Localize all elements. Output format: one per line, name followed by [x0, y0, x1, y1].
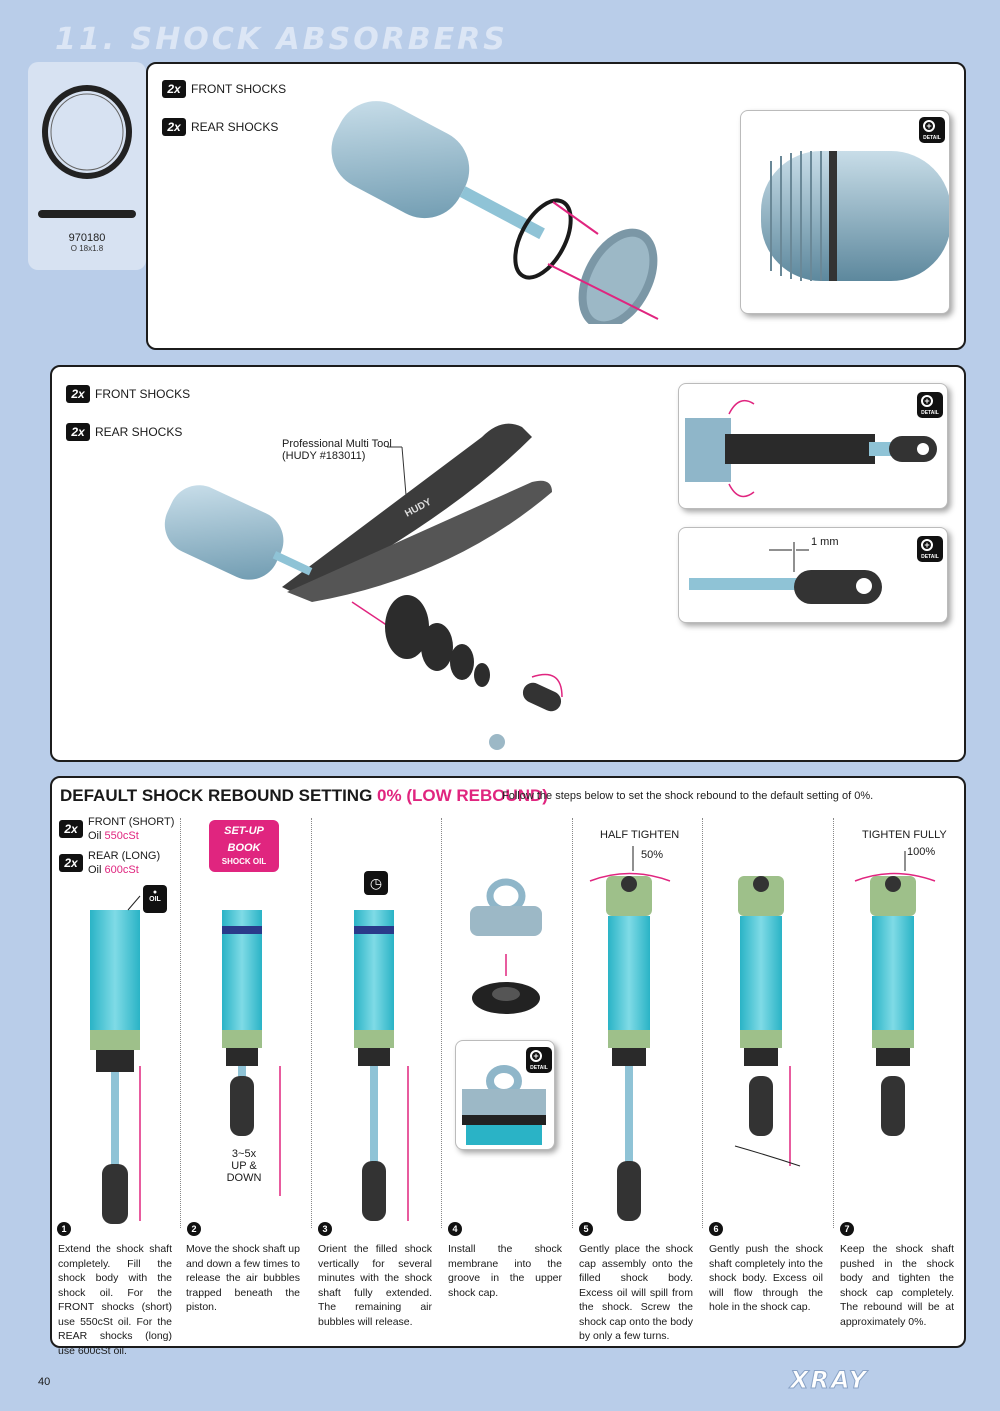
oil-bottle-icon: ● OIL [143, 885, 167, 913]
detail-icon: + DETAIL [526, 1047, 552, 1073]
part-box: 970180 O 18x1.8 [28, 62, 146, 270]
detail-box-dimension: 1 mm + DETAIL [678, 527, 948, 623]
qty-rear-long: 2x REAR (LONG) Oil 600cSt [59, 849, 160, 877]
timer-icon: ◷ [364, 871, 388, 895]
detail-box-boot: + DETAIL [678, 383, 948, 509]
section-heading: DEFAULT SHOCK REBOUND SETTING 0% (LOW RE… [60, 786, 548, 805]
qty-label: REAR SHOCKS [191, 120, 279, 134]
tighten-fully-percent: 100% [907, 846, 936, 858]
detail-box-membrane: + DETAIL [455, 1040, 555, 1150]
step-text: Gently push the shock shaft completely i… [709, 1243, 823, 1313]
o-ring-illustration [38, 85, 136, 218]
multitool-illustration: HUDY [164, 423, 563, 750]
shock-oring-illustration [331, 101, 659, 324]
qty-badge: 2x [66, 423, 90, 441]
column-divider [311, 818, 312, 1228]
step-panel-boot: 2x FRONT SHOCKS 2x REAR SHOCKS Professio… [50, 365, 966, 762]
half-tighten-percent: 50% [641, 849, 664, 861]
detail-icon: + DETAIL [917, 392, 943, 418]
part-number: 970180 [68, 232, 106, 244]
qty-label: FRONT SHOCKS [191, 82, 287, 96]
column-divider [180, 818, 181, 1228]
step-number: 1 [57, 1222, 71, 1236]
page-number: 40 [38, 1376, 51, 1388]
column-divider [572, 818, 573, 1228]
qty-rear-shocks: 2x REAR SHOCKS [162, 118, 278, 136]
setup-book-badge: SET-UP BOOK SHOCK OIL [209, 820, 279, 872]
step-number: 4 [448, 1222, 462, 1236]
qty-front-shocks: 2x FRONT SHOCKS [66, 385, 190, 403]
tighten-fully-label: TIGHTEN FULLY [862, 829, 947, 841]
part-description: O 18x1.8 [70, 244, 104, 253]
page-title: 11. SHOCK ABSORBERS [55, 22, 508, 57]
step-text: Keep the shock shaft pushed in the shock… [840, 1243, 954, 1328]
step-number: 6 [709, 1222, 723, 1236]
half-tighten-label: HALF TIGHTEN [600, 829, 680, 841]
qty-label: FRONT SHOCKS [95, 387, 191, 401]
oring-detail-illustration [761, 151, 951, 281]
step-number: 7 [840, 1222, 854, 1236]
qty-badge: 2x [162, 118, 186, 136]
qty-badge: 2x [66, 385, 90, 403]
step-text: Move the shock shaft up and down a few t… [186, 1243, 300, 1313]
qty-badge: 2x [162, 80, 186, 98]
step-text: Install the shock membrane into the groo… [448, 1243, 562, 1299]
qty-label: REAR SHOCKS [95, 425, 183, 439]
step-text: Extend the shock shaft completely. Fill … [58, 1243, 172, 1357]
step-number: 3 [318, 1222, 332, 1236]
membrane-detail-illustration [462, 1065, 546, 1145]
updown-label: 3~5x UP & DOWN [226, 1148, 262, 1184]
brand-logo: XRAY [789, 1366, 869, 1395]
detail-icon: + DETAIL [919, 117, 945, 143]
qty-front-shocks: 2x FRONT SHOCKS [162, 80, 286, 98]
section-note: Follow the steps below to set the shock … [502, 790, 874, 802]
tool-label: Professional Multi Tool (HUDY #183011) [282, 438, 392, 462]
qty-front-short: 2x FRONT (SHORT) Oil 550cSt [59, 815, 174, 843]
column-divider [702, 818, 703, 1228]
rebound-steps-illustration [90, 846, 936, 1224]
detail-icon: + DETAIL [917, 536, 943, 562]
step-panel-oring: 2x FRONT SHOCKS 2x REAR SHOCKS [146, 62, 966, 350]
boot-detail-illustration [685, 399, 937, 498]
step-number: 2 [187, 1222, 201, 1236]
detail-box-oring: + DETAIL [740, 110, 951, 314]
dimension-label: 1 mm [811, 536, 839, 548]
step-number: 5 [579, 1222, 593, 1236]
dimension-detail-illustration [689, 542, 882, 604]
step-text: Orient the filled shock vertically for s… [318, 1243, 432, 1328]
column-divider [441, 818, 442, 1228]
step-text: Gently place the shock cap assembly onto… [579, 1243, 693, 1342]
column-divider [833, 818, 834, 1228]
qty-rear-shocks: 2x REAR SHOCKS [66, 423, 182, 441]
